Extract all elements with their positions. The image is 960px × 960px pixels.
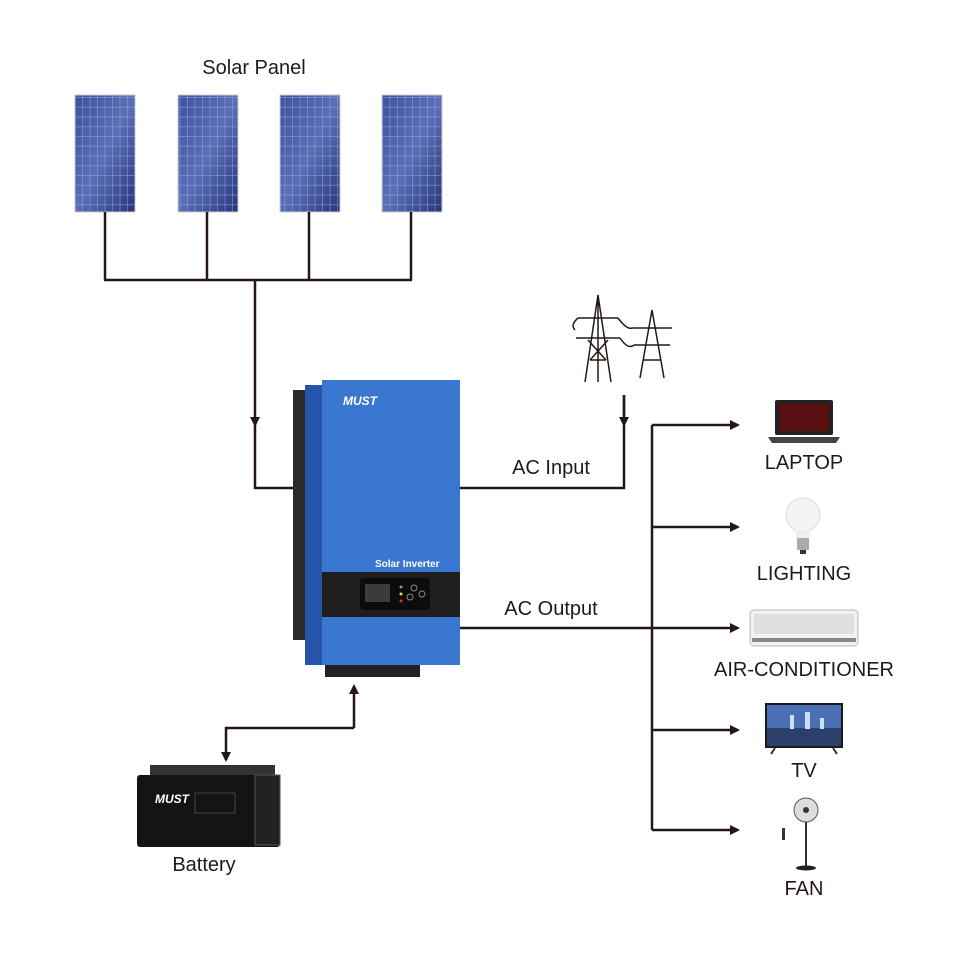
fan-label: FAN <box>784 878 824 900</box>
wiring <box>103 212 740 835</box>
battery-brand: MUST <box>155 792 191 806</box>
battery-label: Battery <box>172 854 236 876</box>
battery-icon: MUST <box>137 765 281 847</box>
solar-panel-label: Solar Panel <box>202 57 306 79</box>
inverter-model-text: Solar Inverter <box>375 559 440 570</box>
ac-input-label: AC Input <box>512 457 590 479</box>
tv-label: TV <box>791 760 817 782</box>
air-conditioner-label: AIR-CONDITIONER <box>714 659 894 681</box>
tv-icon <box>765 703 843 755</box>
solar-panel-3 <box>279 94 341 213</box>
solar-panel-4 <box>381 94 443 213</box>
power-tower-icon <box>572 294 672 383</box>
laptop-label: LAPTOP <box>764 452 844 474</box>
solar-panel-1 <box>74 94 136 213</box>
solar-inverter: MUST Solar Inverter <box>293 380 460 677</box>
solar-panel-array <box>74 94 443 213</box>
fan-icon <box>782 797 819 871</box>
solar-panel-2 <box>177 94 239 213</box>
ac-output-label: AC Output <box>504 598 598 620</box>
air-conditioner-icon <box>749 609 859 647</box>
lighting-label: LIGHTING <box>756 563 852 585</box>
light-bulb-icon <box>785 497 821 554</box>
laptop-icon <box>768 400 840 443</box>
inverter-brand: MUST <box>343 394 379 408</box>
